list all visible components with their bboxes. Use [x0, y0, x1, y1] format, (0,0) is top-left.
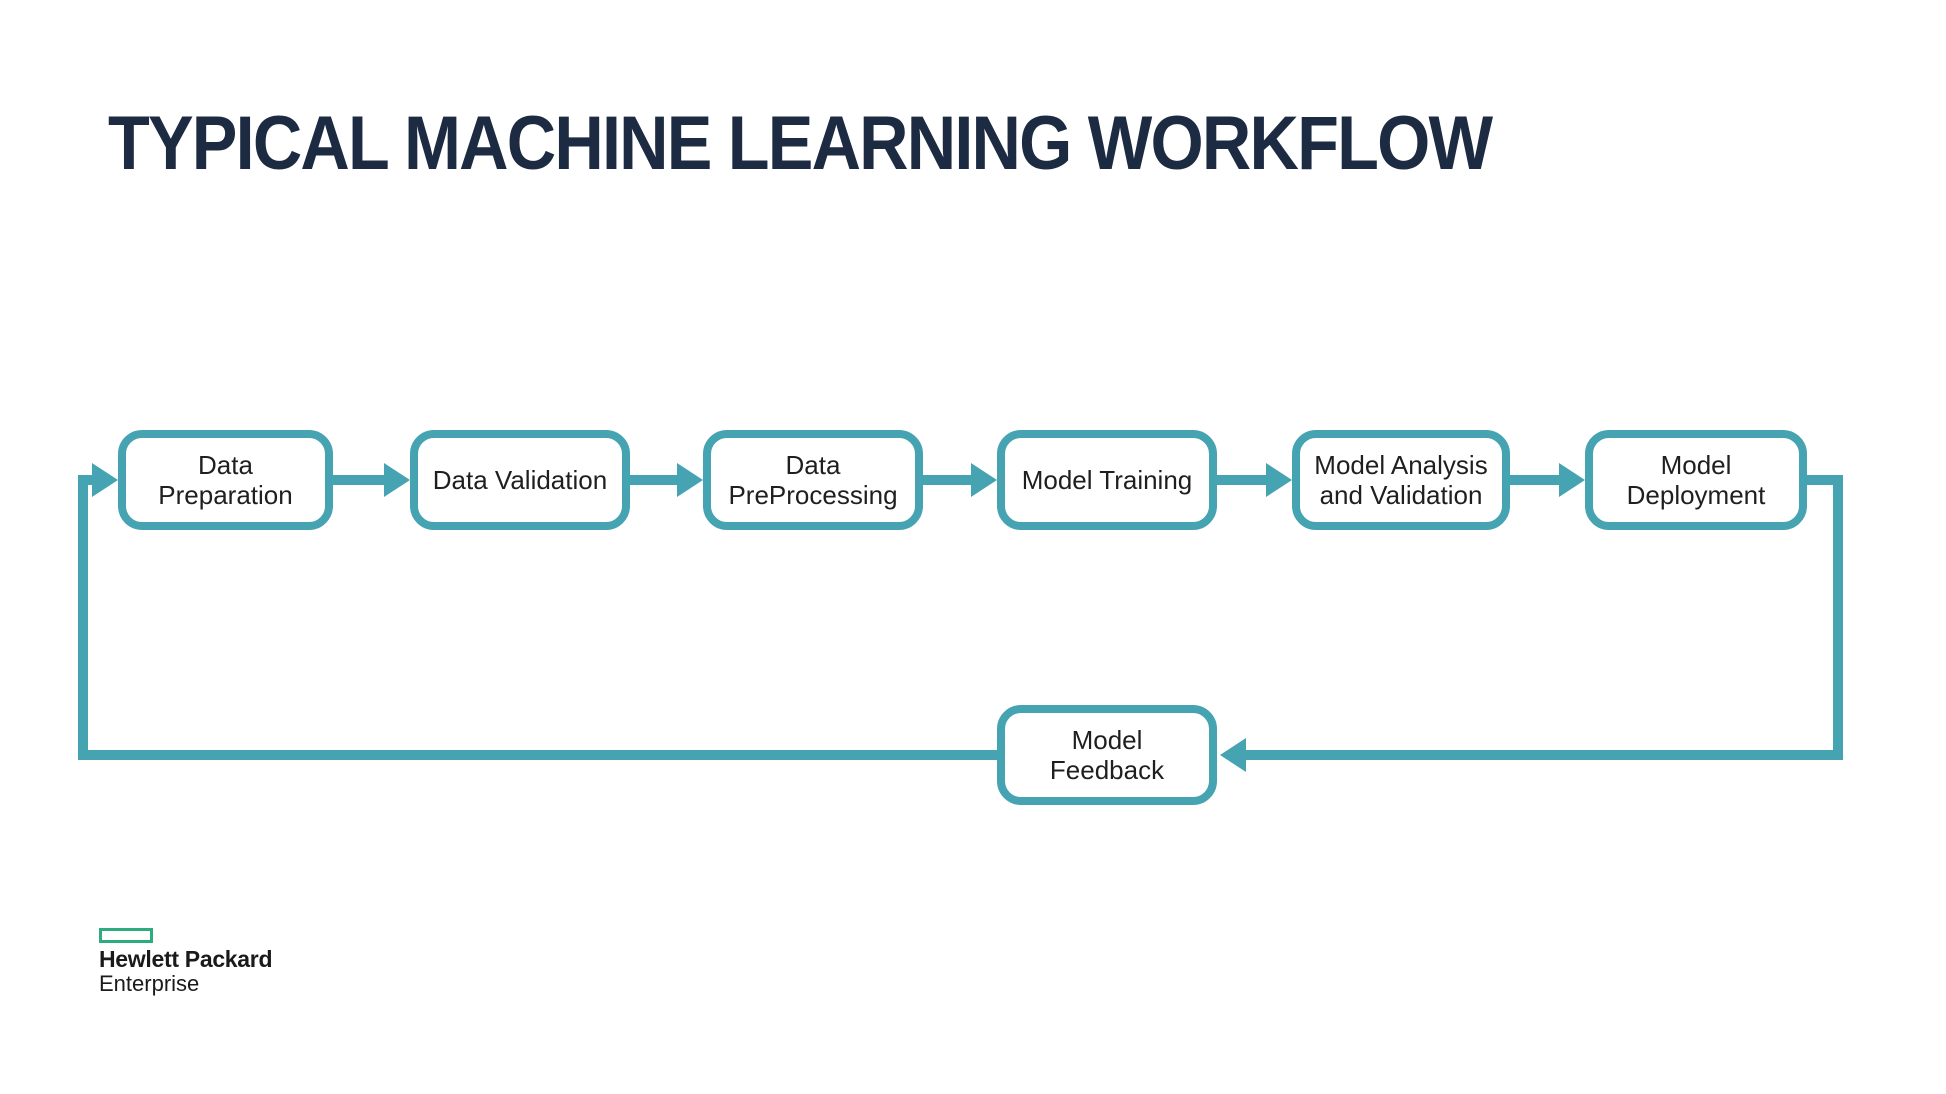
node-model-feedback: Model Feedback: [997, 705, 1217, 805]
connector-analysis-to-deployment: [1510, 475, 1561, 485]
node-model-deployment: Model Deployment: [1585, 430, 1807, 530]
connector-preparation-entry: [78, 475, 96, 485]
connector-prep-to-validation: [333, 475, 386, 485]
node-data-preprocessing: Data PreProcessing: [703, 430, 923, 530]
node-label-line: PreProcessing: [728, 480, 898, 510]
brand-subname: Enterprise: [99, 971, 200, 996]
node-label-line: Model: [1071, 725, 1143, 755]
connector-preprocessing-to-training: [923, 475, 973, 485]
node-label-line: Data Validation: [432, 465, 608, 495]
connector-validation-to-preprocessing: [630, 475, 679, 485]
connector-training-to-analysis: [1217, 475, 1268, 485]
node-label-line: Model Training: [1021, 465, 1193, 495]
connector-loop-bottom-right: [1246, 750, 1843, 760]
arrowhead-right-icon: [1266, 463, 1292, 497]
connector-loop-bottom-left: [78, 750, 999, 760]
arrowhead-right-icon: [1559, 463, 1585, 497]
arrowhead-left-icon: [1220, 738, 1246, 772]
node-label-line: and Validation: [1319, 480, 1483, 510]
node-label-line: Deployment: [1626, 480, 1766, 510]
node-data-preparation: Data Preparation: [118, 430, 333, 530]
page-title: TYPICAL MACHINE LEARNING WORKFLOW: [108, 101, 1493, 186]
connector-deployment-exit: [1805, 475, 1843, 485]
arrowhead-right-icon: [384, 463, 410, 497]
connector-loop-right-vertical: [1833, 475, 1843, 760]
arrowhead-right-icon: [92, 463, 118, 497]
node-data-validation: Data Validation: [410, 430, 630, 530]
node-label-line: Feedback: [1049, 755, 1165, 785]
node-label-line: Data: [785, 450, 841, 480]
brand-name: Hewlett Packard: [99, 946, 273, 972]
node-label-line: Preparation: [158, 480, 293, 510]
node-label-line: Model: [1660, 450, 1732, 480]
node-label-line: Data: [198, 450, 253, 480]
connector-loop-left-vertical: [78, 475, 88, 760]
arrowhead-right-icon: [971, 463, 997, 497]
node-model-training: Model Training: [997, 430, 1217, 530]
node-label-line: Model Analysis: [1314, 450, 1488, 480]
arrowhead-right-icon: [677, 463, 703, 497]
node-model-analysis-validation: Model Analysis and Validation: [1292, 430, 1510, 530]
hpe-logo-mark-icon: [99, 928, 153, 943]
